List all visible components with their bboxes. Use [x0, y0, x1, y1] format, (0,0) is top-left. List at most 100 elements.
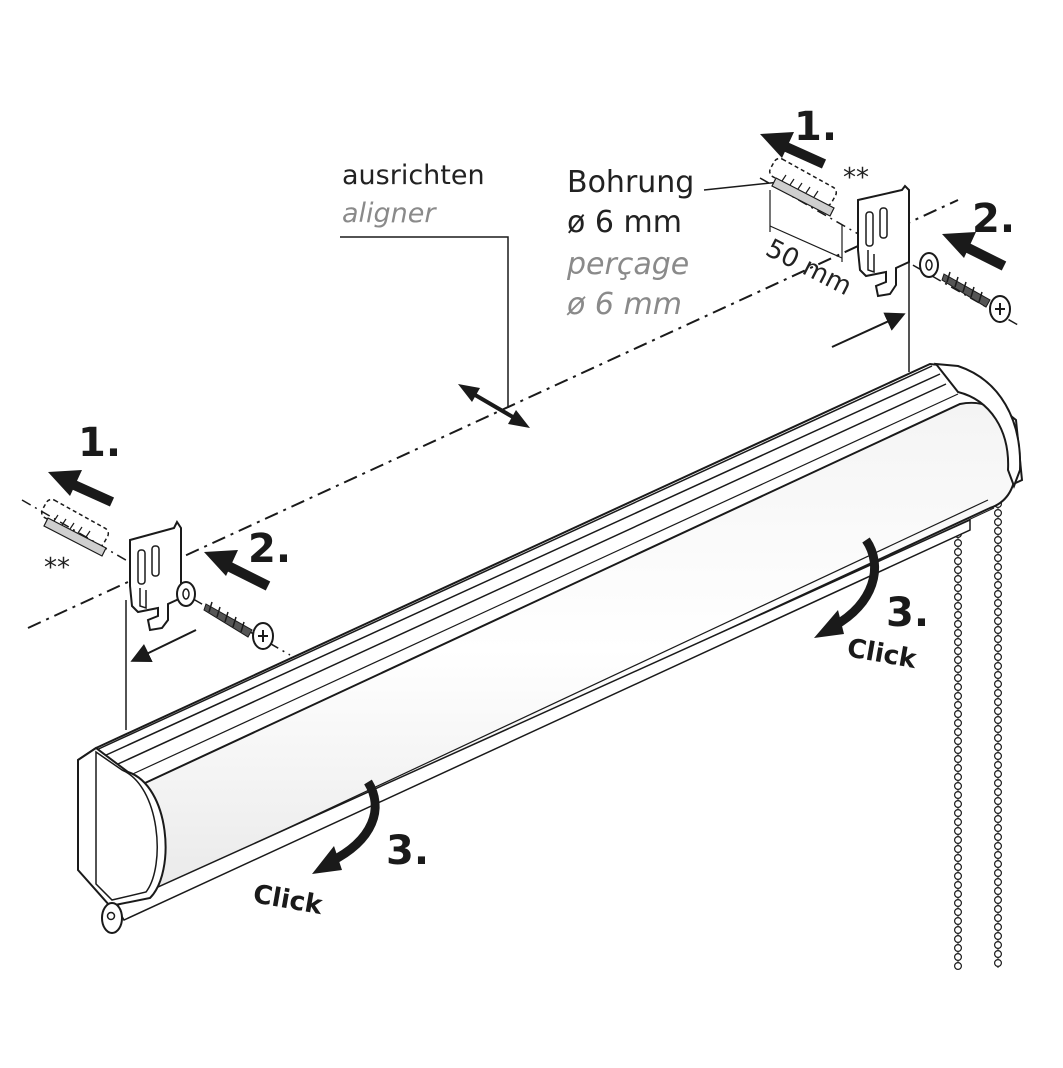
- chain-bead: [953, 628, 962, 637]
- chain-bead: [953, 565, 962, 574]
- chain-bead: [993, 580, 1002, 589]
- chain-bead: [993, 877, 1002, 886]
- step3-arrow-right: [814, 537, 879, 638]
- chain-bead: [953, 808, 962, 817]
- chain-bead: [953, 754, 962, 763]
- chain-bead: [993, 760, 1002, 769]
- chain-bead: [953, 817, 962, 826]
- washer-left-hole: [182, 588, 190, 600]
- step1-arrow-right: [760, 132, 827, 169]
- chain-bead: [993, 913, 1002, 922]
- chain-bead: [953, 862, 962, 871]
- chain-bead: [993, 796, 1002, 805]
- chain-bead: [953, 835, 962, 844]
- drill-label-de-1: Bohrung: [567, 165, 694, 200]
- chain-bead: [993, 697, 1002, 706]
- note-mark-left: **: [44, 553, 70, 583]
- chain-bead: [993, 643, 1002, 652]
- left-offset-arrow: [130, 629, 197, 663]
- chain-bead: [953, 727, 962, 736]
- step1-arrow-left: [48, 470, 115, 507]
- chain-bead: [953, 925, 962, 934]
- chain-bead: [953, 574, 962, 583]
- click-label-left: Click: [251, 879, 325, 921]
- step1-label-right: 1.: [794, 104, 837, 150]
- screw-left: [203, 601, 274, 650]
- chain-bead: [993, 715, 1002, 724]
- chain-bead: [953, 556, 962, 565]
- chain-bead: [953, 853, 962, 862]
- align-leader-line: [340, 236, 509, 408]
- chain-bead: [953, 709, 962, 718]
- chain-bead: [993, 589, 1002, 598]
- chain-bead: [953, 871, 962, 880]
- chain-bead: [953, 700, 962, 709]
- chain-bead: [993, 607, 1002, 616]
- chain-bead: [953, 682, 962, 691]
- roller-cassette: [77, 362, 1024, 934]
- note-mark-right: **: [843, 163, 869, 193]
- chain-bead: [993, 733, 1002, 742]
- chain-bead: [993, 850, 1002, 859]
- bracket-left: [129, 520, 182, 632]
- chain-bead: [953, 961, 962, 970]
- chain-bead: [953, 619, 962, 628]
- chain-bead: [993, 625, 1002, 634]
- click-label-right: Click: [845, 633, 919, 675]
- drill-label-fr-2: ø 6 mm: [566, 287, 682, 322]
- drill-leader-line: [703, 181, 781, 191]
- chain-bead: [993, 859, 1002, 868]
- chain-bead: [993, 616, 1002, 625]
- chain-bead: [953, 547, 962, 556]
- chain-bead: [953, 718, 962, 727]
- chain-bead: [993, 724, 1002, 733]
- align-double-arrow: [458, 384, 530, 428]
- step2-arrow-right: [942, 232, 1007, 271]
- chain-bead: [993, 940, 1002, 949]
- washer-left: [176, 581, 196, 607]
- chain-bead: [953, 601, 962, 610]
- chain-bead: [953, 538, 962, 547]
- chain-bead: [953, 799, 962, 808]
- step3-label-left: 3.: [386, 828, 429, 874]
- chain-bead: [953, 745, 962, 754]
- chain-bead: [953, 844, 962, 853]
- chain-bead: [993, 922, 1002, 931]
- chain-bead: [993, 670, 1002, 679]
- chain-bead: [993, 832, 1002, 841]
- chain-bead: [953, 907, 962, 916]
- chain-bead: [953, 610, 962, 619]
- step3-arrow-left: [312, 779, 380, 874]
- chain-bead: [993, 787, 1002, 796]
- washer-right-hole: [925, 259, 933, 271]
- chain-bead: [953, 934, 962, 943]
- chain-bead: [993, 634, 1002, 643]
- chain-bead: [953, 646, 962, 655]
- chain-bead: [953, 772, 962, 781]
- chain-bead: [953, 898, 962, 907]
- chain-bead: [993, 553, 1002, 562]
- chain-bead: [993, 751, 1002, 760]
- chain-bead: [993, 778, 1002, 787]
- washer-right: [919, 252, 939, 278]
- step2-label-right: 2.: [972, 196, 1015, 242]
- distance-dimension: [769, 190, 843, 262]
- chain-bead: [993, 679, 1002, 688]
- bracket-right: [857, 184, 910, 298]
- chain-bead: [993, 544, 1002, 553]
- chain-bead: [953, 673, 962, 682]
- right-offset-arrow: [831, 312, 906, 348]
- chain-bead: [993, 823, 1002, 832]
- chain-bead: [953, 781, 962, 790]
- screw-right: [941, 271, 1011, 323]
- chain-bead: [993, 958, 1002, 967]
- drill-label-de-2: ø 6 mm: [567, 205, 682, 240]
- chain-bead: [993, 886, 1002, 895]
- bead-chain: [953, 500, 1002, 970]
- step2-label-left: 2.: [248, 526, 291, 572]
- chain-bead: [993, 904, 1002, 913]
- chain-bead: [993, 571, 1002, 580]
- chain-bead: [993, 562, 1002, 571]
